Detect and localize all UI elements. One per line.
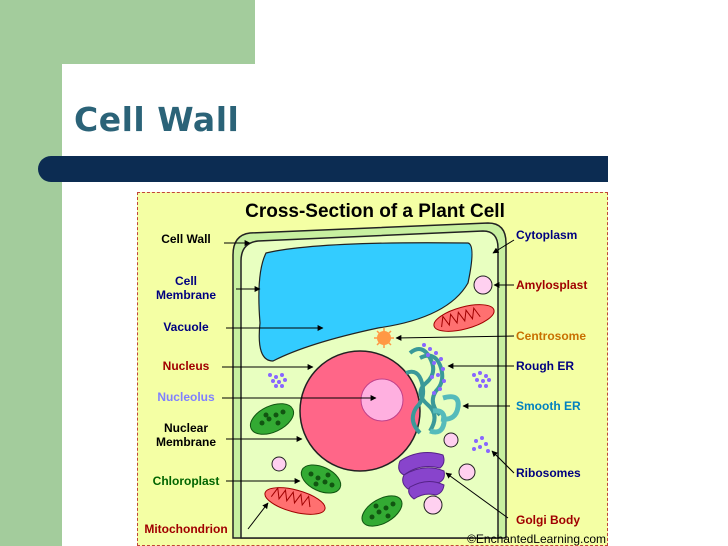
label-mitochondrion: Mitochondrion bbox=[144, 522, 227, 536]
label-golgi-body-line: Golgi Body bbox=[516, 513, 580, 527]
label-mitochondrion-line: Mitochondrion bbox=[144, 522, 227, 536]
ribosome-clusters bbox=[268, 371, 491, 453]
label-amylosplast: Amylosplast bbox=[516, 278, 587, 292]
label-chloroplast-line: Chloroplast bbox=[153, 474, 220, 488]
sidebar-left-band bbox=[0, 0, 62, 546]
label-cell-membrane-line: Cell bbox=[175, 274, 197, 288]
vesicle-shapes bbox=[271, 432, 476, 515]
amylosplast-shape bbox=[473, 275, 493, 295]
label-nucleus-line: Nucleus bbox=[163, 359, 210, 373]
vacuole-shape bbox=[258, 242, 473, 362]
diagram-credit: ©EnchantedLearning.com bbox=[467, 532, 606, 546]
centrosome-shape bbox=[374, 328, 394, 348]
rough-er-shape bbox=[405, 347, 445, 435]
slide-title: Cell Wall bbox=[74, 100, 240, 139]
rough-er-ribosome-dots bbox=[422, 343, 446, 395]
golgi-body-shape bbox=[398, 452, 445, 500]
label-cell-wall: Cell Wall bbox=[161, 232, 211, 246]
label-cytoplasm: Cytoplasm bbox=[516, 228, 577, 242]
label-vacuole: Vacuole bbox=[163, 320, 209, 334]
label-ribosomes-line: Ribosomes bbox=[516, 466, 581, 480]
leader-lines bbox=[222, 239, 515, 530]
nucleolus-shape bbox=[360, 378, 404, 422]
label-nuclear-membrane-line: Membrane bbox=[156, 435, 216, 449]
plant-cell-svg: Cross-Section of a Plant Cell bbox=[144, 201, 606, 546]
diagram-title: Cross-Section of a Plant Cell bbox=[245, 201, 505, 222]
label-nucleus: Nucleus bbox=[163, 359, 210, 373]
label-smooth-er: Smooth ER bbox=[516, 399, 581, 413]
label-cell-wall-line: Cell Wall bbox=[161, 232, 211, 246]
label-chloroplast: Chloroplast bbox=[153, 474, 220, 488]
title-underline-bar bbox=[38, 156, 608, 182]
label-rough-er-line: Rough ER bbox=[516, 359, 574, 373]
title-area bbox=[62, 64, 728, 156]
label-nucleolus: Nucleolus bbox=[157, 390, 215, 404]
mitochondrion-shape-left bbox=[264, 486, 326, 515]
label-cytoplasm-line: Cytoplasm bbox=[516, 228, 577, 242]
label-nuclear-membrane-line: Nuclear bbox=[164, 421, 208, 435]
label-amylosplast-line: Amylosplast bbox=[516, 278, 587, 292]
label-ribosomes: Ribosomes bbox=[516, 466, 581, 480]
label-golgi-body: Golgi Body bbox=[516, 513, 580, 527]
smooth-er-shape bbox=[429, 394, 461, 435]
label-smooth-er-line: Smooth ER bbox=[516, 399, 581, 413]
label-nucleolus-line: Nucleolus bbox=[157, 390, 215, 404]
mitochondrion-shape-right bbox=[433, 304, 495, 332]
label-centrosome-line: Centrosome bbox=[516, 329, 586, 343]
plant-cell-diagram: Cross-Section of a Plant Cell bbox=[137, 192, 608, 546]
label-centrosome: Centrosome bbox=[516, 329, 586, 343]
label-rough-er: Rough ER bbox=[516, 359, 574, 373]
label-vacuole-line: Vacuole bbox=[163, 320, 209, 334]
chloroplast-shapes bbox=[249, 403, 403, 527]
nucleus-shape bbox=[299, 350, 421, 472]
label-cell-membrane-line: Membrane bbox=[156, 288, 216, 302]
